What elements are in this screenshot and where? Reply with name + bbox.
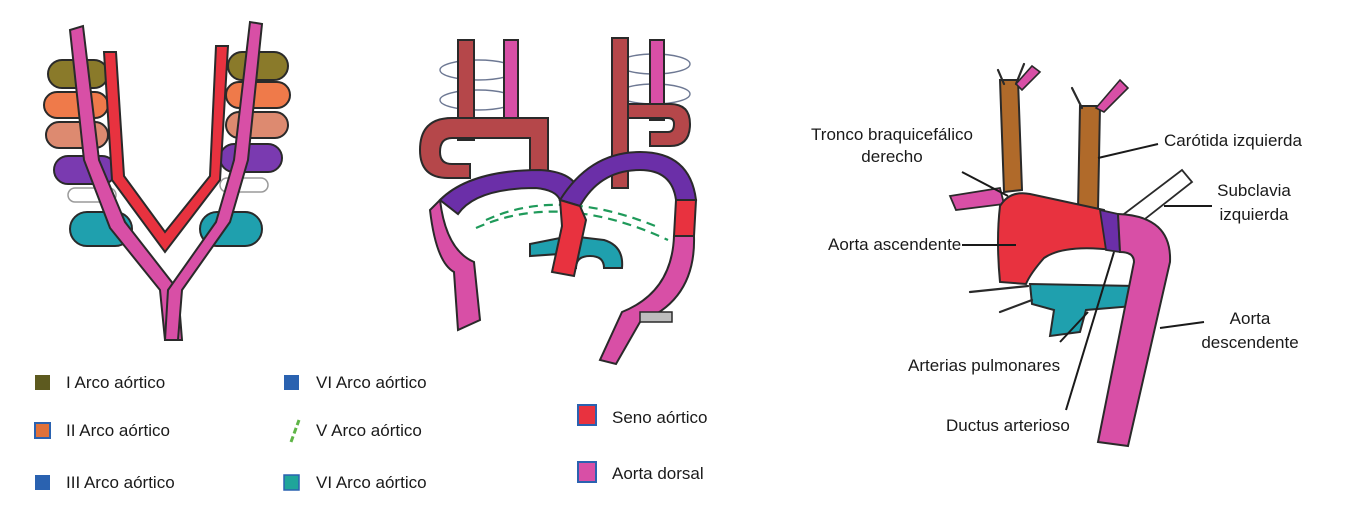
label-ductus-arteriosus: Ductus arterioso [946, 416, 1070, 435]
legend-item-dorsal: Aorta dorsal [577, 461, 704, 483]
legend-item-arch6: VI Arco aórtico [283, 473, 427, 492]
legend-swatch-arch2 [34, 422, 51, 439]
legend-label-arch1: I Arco aórtico [66, 373, 165, 392]
carotid-pink-tip [1094, 78, 1130, 113]
legend-item-arch4: VI Arco aórtico [284, 373, 427, 392]
leader-descending [1159, 321, 1205, 329]
leader-ductus [1065, 251, 1115, 411]
legend-swatch-sinus [577, 404, 597, 426]
label-brachiocephalic-2: derecho [861, 147, 922, 166]
label-left-subclavian-1: Subclavia [1217, 181, 1291, 200]
legend-item-arch1: I Arco aórtico [35, 373, 165, 392]
label-descending-aorta-2: descendente [1201, 333, 1298, 352]
descending-aorta [1096, 212, 1172, 448]
brachio-fork [996, 62, 1026, 86]
right-pink-descending [598, 235, 696, 366]
legend-item-arch2: II Arco aórtico [34, 421, 170, 440]
label-descending-aorta-1: Aorta [1230, 309, 1271, 328]
ascending-aorta [997, 192, 1116, 286]
leader-carotid [1097, 143, 1159, 159]
legend-label-arch6: VI Arco aórtico [316, 473, 427, 492]
left-dark-red-loop [418, 117, 549, 179]
panel-remodeling [418, 37, 698, 366]
legend-label-sinus: Seno aórtico [612, 408, 707, 427]
left-pink-descending [428, 197, 482, 332]
legend-label-arch5: V Arco aórtico [316, 421, 422, 440]
legend: I Arco aórtico II Arco aórtico III Arco … [34, 373, 707, 492]
gray-stub [639, 311, 673, 323]
brachiocephalic-branch [998, 79, 1024, 194]
right-red-segment [672, 199, 698, 237]
left-dark-red-vessel [457, 39, 475, 141]
legend-label-dorsal: Aorta dorsal [612, 464, 704, 483]
legend-item-arch5: V Arco aórtico [289, 419, 422, 443]
red-sinus [550, 198, 588, 278]
panel-adult-arch: Tronco braquicefálico derecho Carótida i… [811, 62, 1303, 448]
legend-swatch-arch4 [284, 375, 299, 390]
pulmonary-gray-lines [968, 284, 1034, 314]
label-left-carotid: Carótida izquierda [1164, 131, 1303, 150]
legend-swatch-dorsal [577, 461, 597, 483]
legend-item-arch3: III Arco aórtico [35, 473, 175, 492]
right-dark-red-hook [627, 103, 692, 147]
right-subclavian [948, 186, 1006, 211]
dorsal-aorta-right [163, 20, 264, 341]
label-pulmonary-arteries: Arterias pulmonares [908, 356, 1060, 375]
leader-pulmonary [1059, 311, 1089, 343]
label-left-subclavian-2: izquierda [1220, 205, 1290, 224]
label-ascending-aorta: Aorta ascendente [828, 235, 961, 254]
legend-swatch-arch1 [35, 375, 50, 390]
left-pink-vessel [503, 39, 519, 123]
left-carotid-branch [1076, 105, 1102, 211]
legend-label-arch3: III Arco aórtico [66, 473, 175, 492]
ventral-aortic-sac [102, 45, 230, 254]
brachio-pink-tip [1014, 64, 1042, 92]
legend-swatch-arch3 [35, 475, 50, 490]
legend-label-arch4: VI Arco aórtico [316, 373, 427, 392]
panel-embryonic-arches [43, 20, 291, 341]
label-brachiocephalic-1: Tronco braquicefálico [811, 125, 973, 144]
legend-dash-arch5 [289, 419, 301, 443]
leader-brachio [961, 171, 1009, 197]
legend-label-arch2: II Arco aórtico [66, 421, 170, 440]
right-pink-vessel [649, 39, 665, 121]
dorsal-aorta-left [68, 24, 184, 341]
legend-swatch-arch6 [283, 474, 300, 491]
legend-item-sinus: Seno aórtico [577, 404, 707, 427]
